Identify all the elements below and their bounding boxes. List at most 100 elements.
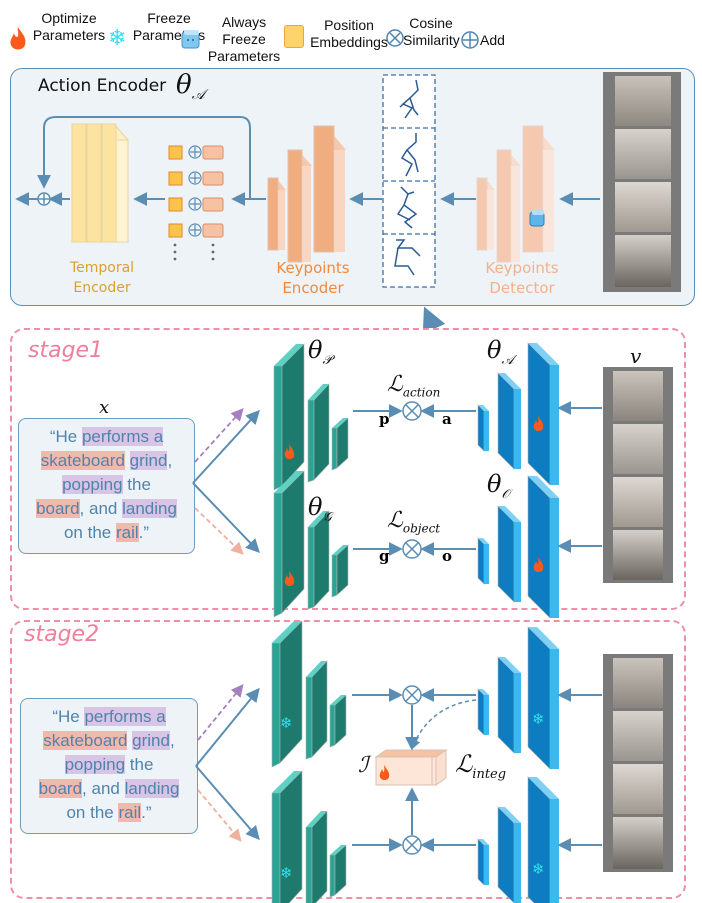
oplus-icon	[461, 31, 479, 49]
video-frame	[615, 129, 671, 179]
video-frame	[613, 371, 663, 421]
predicate-highlight: grind	[129, 451, 168, 470]
predicate-highlight: landing	[122, 499, 177, 518]
snowflake-icon	[532, 860, 545, 878]
video-film-strip	[603, 367, 673, 583]
position-embedding-tokens	[168, 145, 224, 261]
video-frame	[613, 711, 663, 761]
video-frame	[613, 817, 663, 869]
o-vector-label: o	[442, 547, 453, 565]
cosine-similarity-icon	[402, 539, 422, 559]
object-highlight: board	[38, 779, 83, 798]
caption-segment: ,	[167, 451, 173, 470]
position-square-icon	[284, 25, 304, 48]
ellipsis-dots	[173, 243, 215, 261]
snowflake-icon	[280, 714, 293, 732]
caption-segment: , and	[82, 779, 125, 798]
video-feature-dashed-arrow	[410, 699, 477, 750]
stage2-label: stage2	[24, 622, 100, 647]
legend-optimize-line1: Optimize	[41, 10, 97, 26]
object-highlight: board	[36, 499, 80, 518]
predicate-highlight: landing	[124, 779, 180, 798]
legend-optimize-line2: Parameters	[32, 27, 106, 43]
theta-a-label: θ𝒜	[487, 336, 514, 368]
skeleton-pose	[396, 186, 418, 229]
legend-add-label: Add	[480, 32, 505, 48]
skeleton-keypoints-panel	[382, 74, 436, 288]
caption-segment: ,	[169, 731, 175, 750]
legend-cosine-line2: Similarity	[403, 32, 460, 48]
video-frame	[615, 182, 671, 232]
snowflake-icon: ❄	[108, 26, 127, 51]
theta-g-label: θ𝒢	[308, 493, 332, 525]
g-vector-label: g	[379, 547, 390, 565]
cosine-similarity-icon	[402, 401, 422, 421]
integration-module-block	[374, 749, 448, 786]
object-highlight: rail	[118, 803, 142, 822]
video-input-v-label: v	[630, 344, 642, 368]
legend-cosine-line1: Cosine	[409, 15, 453, 31]
caption-segment: “He	[49, 427, 82, 446]
cosine-similarity-icon	[402, 685, 422, 705]
caption-segment: on the	[63, 523, 116, 542]
loss-object-label: ℒobject	[387, 508, 441, 536]
caption-segment: the	[125, 755, 154, 774]
legend-freeze-line1: Freeze	[147, 10, 191, 26]
caption-segment: .”	[141, 803, 152, 822]
predicate-dashed-arrow	[194, 408, 244, 463]
keypoints-detector-block	[476, 125, 555, 263]
snowflake-icon	[280, 864, 293, 882]
skeleton-pose	[399, 79, 419, 119]
video-encoder-frozen-top	[477, 626, 560, 770]
predicate-highlight: grind	[132, 731, 170, 750]
theta-o-label: θ𝒪	[487, 470, 510, 502]
theta-p-label: θ𝒫	[308, 336, 332, 368]
text-to-theta-p-arrow	[192, 409, 260, 484]
predicate-highlight: popping	[64, 755, 126, 774]
caption-segment: on the	[66, 803, 119, 822]
object-highlight: rail	[115, 523, 139, 542]
s2-text-to-bottom-arrow	[195, 765, 260, 841]
caption-segment: the	[122, 475, 151, 494]
ice-cube-icon	[529, 210, 545, 227]
token-row	[168, 145, 224, 160]
snowflake-icon	[532, 710, 545, 728]
legend-always-freeze-line1: Always Freeze	[221, 14, 267, 47]
loss-integ-label: ℒinteg	[455, 750, 507, 782]
video-frame	[615, 76, 671, 126]
fire-icon	[10, 27, 26, 50]
ice-cube-icon	[181, 30, 200, 49]
video-frame	[613, 530, 663, 580]
token-row	[168, 223, 224, 238]
token-row	[168, 171, 224, 186]
object-highlight: skateboard	[40, 451, 125, 470]
video-film-strip	[603, 72, 681, 292]
text-input-x-label: x	[99, 397, 110, 418]
skip-connection-arrow	[37, 116, 251, 199]
integ-module-symbol: ℐ	[358, 753, 369, 778]
otimes-icon	[386, 29, 404, 47]
object-dashed-arrow	[194, 507, 244, 555]
video-film-strip	[603, 654, 673, 872]
loss-action-label: ℒaction	[387, 372, 441, 400]
video-frame	[613, 764, 663, 814]
caption-segment: “He	[52, 707, 85, 726]
text-encoder-frozen-bottom	[271, 770, 347, 903]
p-vector-label: p	[379, 410, 390, 428]
a-vector-label: a	[442, 410, 452, 428]
predicate-highlight: performs a	[84, 707, 166, 726]
predicate-highlight: performs a	[81, 427, 164, 446]
video-frame	[613, 424, 663, 474]
video-frame	[615, 235, 671, 287]
skeleton-pose	[400, 133, 419, 177]
predicate-highlight: popping	[62, 475, 123, 494]
text-caption-box: “He performs a skateboard grind, popping t…	[18, 418, 195, 554]
stage1-label: stage1	[28, 338, 104, 363]
